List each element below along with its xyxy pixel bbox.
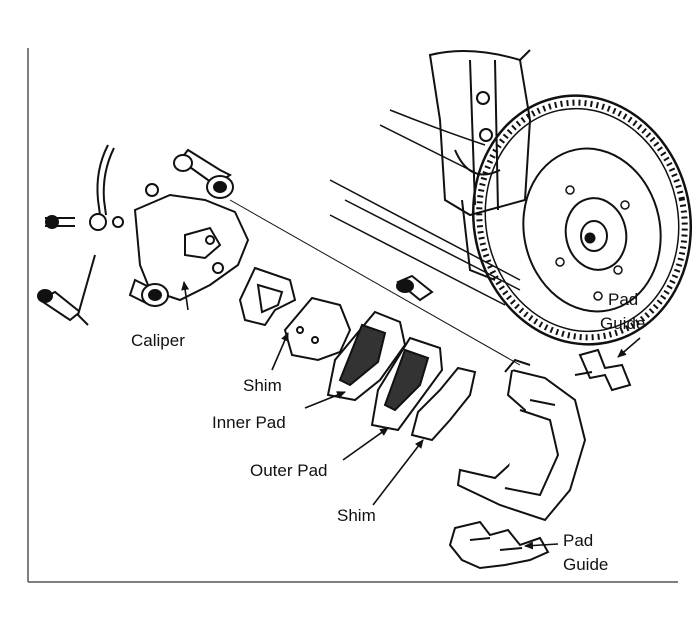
label-pad-guide-lower-2: Guide [563, 555, 608, 574]
strut-assembly [428, 49, 532, 281]
brake-rotor [471, 94, 693, 346]
caliper-bolt-upper [396, 274, 434, 302]
label-inner-pad: Inner Pad [212, 413, 286, 432]
caliper-body [76, 148, 250, 326]
shim-lower [410, 366, 477, 442]
brake-hose [45, 144, 159, 231]
label-caliper: Caliper [131, 331, 185, 350]
outer-brake-pad [370, 336, 444, 432]
label-pad-guide-lower-1: Pad [563, 531, 593, 550]
label-shim-lower: Shim [337, 506, 376, 525]
shim-upper [238, 266, 297, 327]
caliper-bracket [456, 358, 587, 522]
pad-guide-lower [448, 520, 550, 570]
label-pad-guide-upper-2: Guide [600, 314, 645, 333]
assembly-guide-line [229, 199, 521, 366]
label-outer-pad: Outer Pad [250, 461, 328, 480]
figure-border [27, 48, 678, 583]
caliper-bolt-lower [37, 289, 82, 322]
label-pad-guide-upper-1: Pad [608, 290, 638, 309]
brake-pad-shim-left [283, 296, 352, 362]
spindle-lines [329, 109, 521, 306]
callout-arrows [181, 281, 641, 550]
pad-guide-upper [574, 348, 632, 392]
label-shim-upper: Shim [243, 376, 282, 395]
inner-brake-pad [326, 310, 407, 402]
